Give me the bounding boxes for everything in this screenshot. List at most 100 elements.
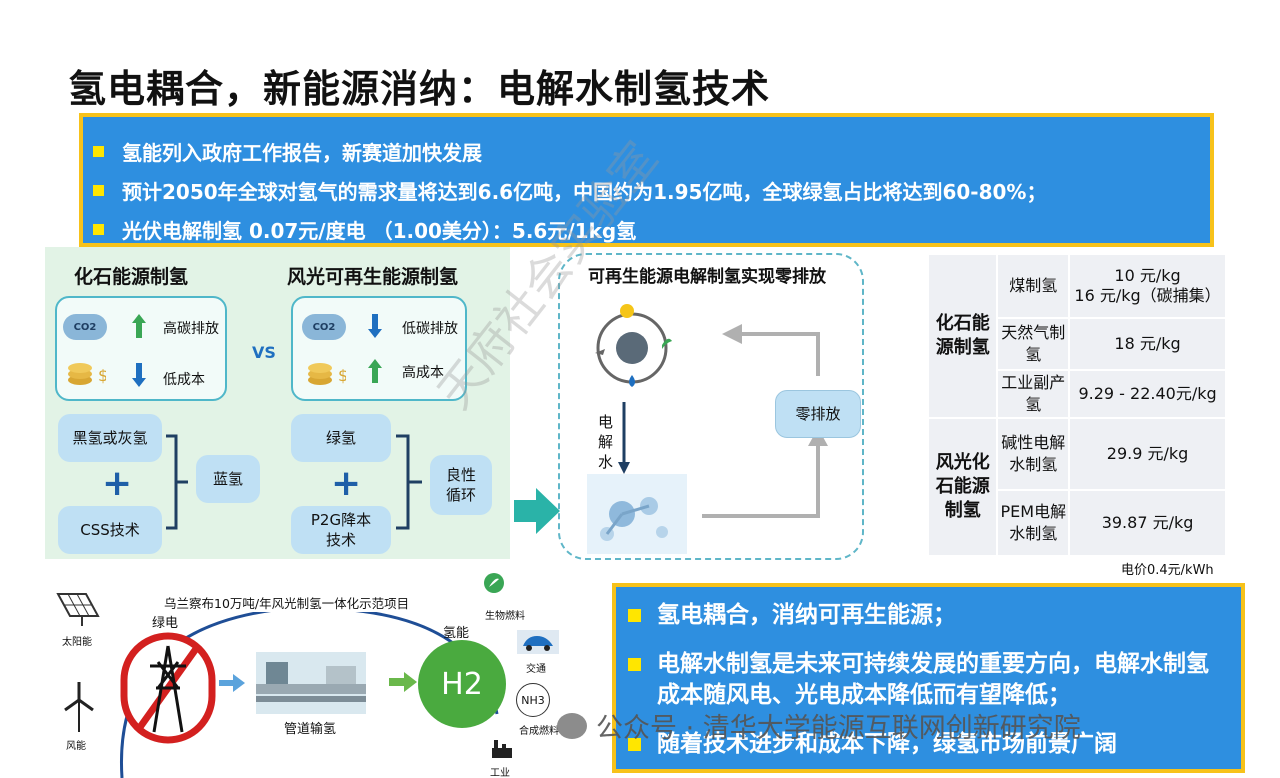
h2-label: H2	[441, 666, 483, 702]
blue-hydrogen: 蓝氢	[196, 455, 260, 503]
co2-cloud-icon: CO2	[63, 314, 107, 340]
bottom-bullet-2: 电解水制氢是未来可持续发展的重要方向，电解水制氢成本随风电、光电成本降低而有望降…	[628, 649, 1228, 711]
power-tower-icon	[120, 632, 216, 744]
electricity-price-note: 电价0.4元/kWh	[1121, 563, 1214, 578]
top-bullet-3: 光伏电解制氢 0.07元/度电 （1.00美分）：5.6元/1kg氢	[93, 215, 636, 244]
car-icon	[517, 630, 559, 654]
table-row: 天然气制氢 18 元/kg	[928, 317, 1227, 371]
solar-panel-icon	[56, 593, 100, 626]
top-callout: 氢能列入政府工作报告，新赛道加快发展 预计2050年全球对氢气的需求量将达到6.…	[79, 113, 1214, 247]
table-row: PEM电解水制氢 39.87 元/kg	[928, 489, 1227, 557]
table-row: 工业副产氢 9.29 - 22.40元/kg	[928, 369, 1227, 419]
coins-icon: $	[68, 363, 106, 385]
h2-circle: H2	[418, 640, 506, 728]
virtuous-cycle: 良性循环	[430, 455, 492, 515]
top-bullet-text: 氢能列入政府工作报告，新赛道加快发展	[122, 141, 482, 165]
arrow-right-icon	[219, 674, 245, 692]
arrow-down-icon	[132, 363, 146, 387]
nh3-label: NH3	[521, 693, 545, 707]
bullet-square-icon	[93, 146, 104, 157]
css-technology: CSS技术	[58, 506, 162, 554]
nh3-badge: NH3	[516, 683, 550, 717]
table-category: 化石能源制氢	[926, 253, 999, 419]
arrow-right-icon	[389, 672, 417, 692]
biofuel-icon	[484, 573, 504, 593]
p2g-cost-reduction: P2G降本技术	[291, 506, 391, 554]
transport-label: 交通	[526, 664, 546, 675]
bottom-callout: 氢电耦合，消纳可再生能源； 电解水制氢是未来可持续发展的重要方向，电解水制氢成本…	[612, 583, 1245, 773]
synfuel-label: 合成燃料	[519, 726, 559, 737]
arrow-up-icon	[368, 359, 382, 383]
zero-emission-title: 可再生能源电解制氢实现零排放	[588, 267, 826, 287]
black-gray-hydrogen: 黑氢或灰氢	[58, 414, 162, 462]
hydrogen-molecule-icon	[587, 474, 687, 554]
arrow-down-icon	[368, 314, 382, 338]
renew-emission-label: 低碳排放	[402, 321, 458, 337]
fossil-title: 化石能源制氢	[74, 266, 189, 288]
project-caption: 乌兰察布10万吨/年风光制氢一体化示范项目	[160, 593, 414, 612]
green-power-label: 绿电	[152, 616, 179, 631]
zero-emission-badge: 零排放	[775, 390, 861, 438]
fossil-emission-label: 高碳排放	[163, 321, 219, 337]
renew-cost-label: 高成本	[402, 365, 444, 381]
zero-emission-panel	[558, 253, 864, 560]
green-hydrogen: 绿氢	[291, 414, 391, 462]
top-bullet-1: 氢能列入政府工作报告，新赛道加快发展	[93, 137, 482, 166]
bottom-bullet-text: 电解水制氢是未来可持续发展的重要方向，电解水制氢成本随风电、光电成本降低而有望降…	[657, 651, 1209, 708]
co2-label: CO2	[312, 321, 336, 333]
bracket-icon	[166, 434, 188, 530]
wind-turbine-icon	[64, 682, 94, 732]
bracket-icon	[396, 434, 422, 530]
cost-value: 16 元/kg（碳捕集）	[1074, 286, 1221, 305]
table-method: 煤制氢	[996, 253, 1071, 319]
vs-label: VS	[252, 343, 276, 362]
bullet-square-icon	[93, 224, 104, 235]
table-cost: 10 元/kg 16 元/kg（碳捕集）	[1068, 253, 1227, 319]
svg-text:$: $	[338, 366, 346, 385]
solar-label: 太阳能	[62, 637, 92, 648]
table-cost: 18 元/kg	[1068, 317, 1227, 371]
wechat-icon	[557, 713, 587, 739]
wechat-watermark: 公众号 · 清华大学能源互联网创新研究院	[596, 713, 1081, 744]
arrow-right-icon	[514, 488, 560, 534]
electrolysis-label: 电解水	[598, 413, 614, 471]
cost-value: 10 元/kg	[1114, 266, 1181, 285]
top-bullet-text: 光伏电解制氢 0.07元/度电 （1.00美分）：5.6元/1kg氢	[122, 219, 637, 243]
bottom-bullet-1: 氢电耦合，消纳可再生能源；	[628, 600, 1228, 631]
bullet-square-icon	[93, 185, 104, 196]
cost-table: 化石能源制氢 煤制氢 10 元/kg 16 元/kg（碳捕集） 天然气制氢 18…	[926, 253, 1227, 557]
co2-cloud-icon: CO2	[302, 314, 346, 340]
plus-icon: +	[331, 463, 362, 504]
svg-text:$: $	[98, 366, 106, 385]
bottom-bullet-3: 随着技术进步和成本下降，绿氢市场前景广阔	[628, 729, 1228, 760]
table-cost: 9.29 - 22.40元/kg	[1068, 369, 1227, 419]
top-bullet-text: 预计2050年全球对氢气的需求量将达到6.6亿吨，中国约为1.95亿吨，全球绿氢…	[122, 180, 1047, 204]
table-method: 碱性电解水制氢	[996, 417, 1071, 491]
pipeline-icon	[256, 652, 366, 714]
coins-icon: $	[308, 363, 346, 385]
bullet-square-icon	[628, 738, 641, 751]
table-cost: 39.87 元/kg	[1068, 489, 1227, 557]
page-title: 氢电耦合，新能源消纳：电解水制氢技术	[68, 67, 771, 111]
renewable-title: 风光可再生能源制氢	[287, 266, 459, 288]
fossil-cost-label: 低成本	[163, 372, 205, 388]
co2-label: CO2	[73, 321, 97, 333]
industry-label: 工业	[490, 768, 510, 778]
arrow-up-icon	[132, 314, 146, 338]
biofuel-label: 生物燃料	[485, 611, 525, 622]
plus-icon: +	[102, 463, 133, 504]
top-bullet-2: 预计2050年全球对氢气的需求量将达到6.6亿吨，中国约为1.95亿吨，全球绿氢…	[93, 176, 1046, 205]
table-cost: 29.9 元/kg	[1068, 417, 1227, 491]
bullet-square-icon	[628, 609, 641, 622]
wind-label: 风能	[66, 741, 86, 752]
bottom-bullet-text: 随着技术进步和成本下降，绿氢市场前景广阔	[657, 731, 1117, 757]
table-row: 化石能源制氢 煤制氢 10 元/kg 16 元/kg（碳捕集）	[926, 253, 1227, 419]
arrow-down-icon	[618, 402, 630, 474]
bottom-bullet-text: 氢电耦合，消纳可再生能源；	[657, 602, 956, 628]
table-category: 风光化石能源制氢	[926, 417, 999, 557]
pipeline-label: 管道输氢	[284, 722, 337, 737]
table-row: 风光化石能源制氢 碱性电解水制氢 29.9 元/kg	[926, 417, 1227, 557]
table-method: PEM电解水制氢	[996, 489, 1071, 557]
earth-cycle-icon	[595, 304, 672, 387]
industry-icon	[492, 740, 512, 758]
